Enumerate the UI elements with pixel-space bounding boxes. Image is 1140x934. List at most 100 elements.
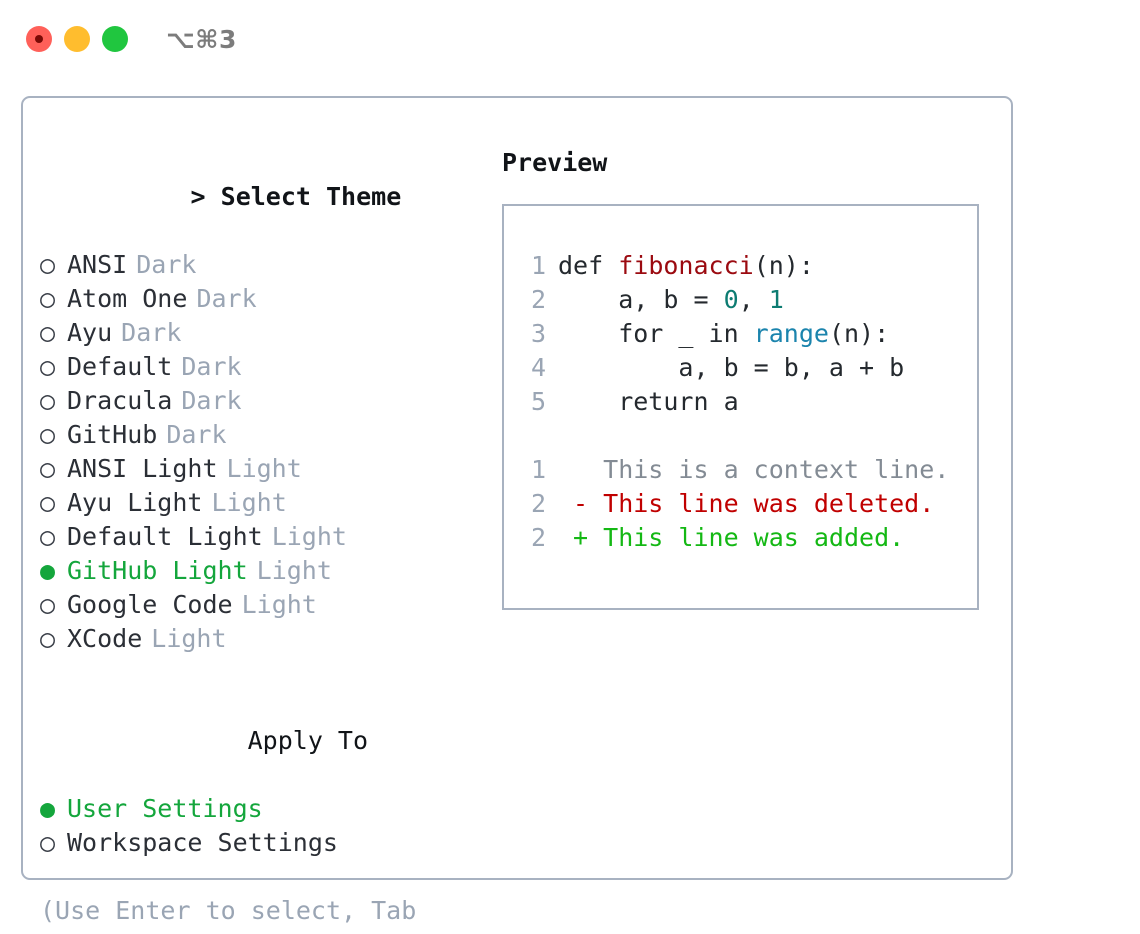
code-line: 5 return a (516, 385, 971, 419)
code-text: return a (558, 385, 739, 419)
radio-unselected-icon: ○ (40, 488, 56, 517)
line-number: 2 (530, 285, 546, 314)
code-token-ctx: This is a context line. (558, 455, 950, 484)
focus-cursor-icon: > (190, 182, 206, 211)
code-token-plain: return a (558, 387, 739, 416)
code-line: 2 + This line was added. (516, 521, 971, 555)
select-theme-title: Select Theme (220, 182, 402, 211)
radio-unselected-icon: ○ (40, 624, 56, 653)
apply-to-pane: Apply To ● User Settings ○ Workspace Settin… (40, 690, 490, 860)
line-number: 1 (530, 251, 546, 280)
apply-to-option-list: ● User Settings ○ Workspace Settings (40, 792, 490, 860)
line-number: 5 (530, 387, 546, 416)
keyboard-hint-text: (Use Enter to select, Tab to change focu… (40, 896, 417, 934)
option-variant-tag: Dark (181, 352, 242, 381)
radio-unselected-icon: ○ (40, 352, 56, 381)
option-label: Default Light (67, 522, 263, 551)
radio-unselected-icon: ○ (40, 386, 56, 415)
code-line: 2 a, b = 0, 1 (516, 283, 971, 317)
radio-selected-icon: ● (40, 556, 56, 585)
code-token-plain: for _ in (558, 319, 754, 348)
keyboard-shortcut-label: ⌥⌘3 (166, 24, 237, 54)
code-token-plain: , (738, 285, 769, 314)
radio-unselected-icon: ○ (40, 828, 56, 857)
minimize-window-icon[interactable] (64, 26, 90, 52)
option-variant-tag: Dark (136, 250, 197, 279)
option-variant-tag: Dark (196, 284, 257, 313)
option-variant-tag: Light (271, 522, 347, 551)
theme-option-github[interactable]: ○ GitHub Dark (40, 418, 490, 452)
theme-option-github-light[interactable]: ● GitHub Light Light (40, 554, 490, 588)
option-variant-tag: Light (241, 590, 317, 619)
close-window-icon[interactable] (26, 26, 52, 52)
code-text: a, b = b, a + b (558, 351, 904, 385)
option-label: Dracula (67, 386, 173, 415)
radio-unselected-icon: ○ (40, 590, 56, 619)
option-variant-tag: Light (211, 488, 287, 517)
option-label: XCode (67, 624, 143, 653)
option-variant-tag: Dark (166, 420, 227, 449)
code-text: def fibonacci(n): (558, 249, 814, 283)
option-variant-tag: Light (256, 556, 332, 585)
code-token-add: + This line was added. (558, 523, 905, 552)
option-label: Ayu (67, 318, 113, 347)
theme-option-default-light[interactable]: ○ Default Light Light (40, 520, 490, 554)
select-theme-heading: > Select Theme (40, 146, 490, 248)
apply-option-user-settings[interactable]: ● User Settings (40, 792, 490, 826)
code-token-del: - This line was deleted. (558, 489, 935, 518)
option-label: GitHub Light (67, 556, 248, 585)
option-label: Default (67, 352, 173, 381)
code-blank-line (516, 419, 971, 453)
option-label: User Settings (67, 794, 263, 823)
code-token-plain: (n): (753, 251, 814, 280)
option-label: GitHub (67, 420, 158, 449)
code-text: a, b = 0, 1 (558, 283, 784, 317)
radio-unselected-icon: ○ (40, 318, 56, 347)
option-variant-tag: Light (151, 624, 227, 653)
code-line: 4 a, b = b, a + b (516, 351, 971, 385)
line-number: 4 (530, 353, 546, 382)
preview-heading: Preview (502, 148, 608, 177)
theme-option-dracula[interactable]: ○ Dracula Dark (40, 384, 490, 418)
code-token-plain: a, b = (558, 285, 724, 314)
radio-unselected-icon: ○ (40, 284, 56, 313)
radio-unselected-icon: ○ (40, 522, 56, 551)
apply-option-workspace-settings[interactable]: ○ Workspace Settings (40, 826, 490, 860)
theme-option-xcode[interactable]: ○ XCode Light (40, 622, 490, 656)
radio-unselected-icon: ○ (40, 420, 56, 449)
option-label: ANSI Light (67, 454, 218, 483)
code-text: + This line was added. (558, 521, 904, 555)
code-text: - This line was deleted. (558, 487, 934, 521)
theme-option-ayu-light[interactable]: ○ Ayu Light Light (40, 486, 490, 520)
apply-to-title: Apply To (247, 726, 369, 755)
code-token-plain: a, b = b, a + b (558, 353, 905, 382)
title-bar: ⌥⌘3 (0, 0, 1140, 78)
theme-option-default[interactable]: ○ Default Dark (40, 350, 490, 384)
option-label: Ayu Light (67, 488, 203, 517)
line-number: 2 (530, 523, 546, 552)
radio-selected-icon: ● (40, 794, 56, 823)
code-line: 3 for _ in range(n): (516, 317, 971, 351)
maximize-window-icon[interactable] (102, 26, 128, 52)
option-variant-tag: Dark (181, 386, 242, 415)
option-label: Workspace Settings (67, 828, 338, 857)
window-controls (26, 26, 128, 52)
code-token-func: fibonacci (618, 251, 754, 280)
apply-to-heading: Apply To (40, 690, 490, 792)
code-token-call: range (753, 319, 829, 348)
code-line: 1 def fibonacci(n): (516, 249, 971, 283)
code-line: 2 - This line was deleted. (516, 487, 971, 521)
